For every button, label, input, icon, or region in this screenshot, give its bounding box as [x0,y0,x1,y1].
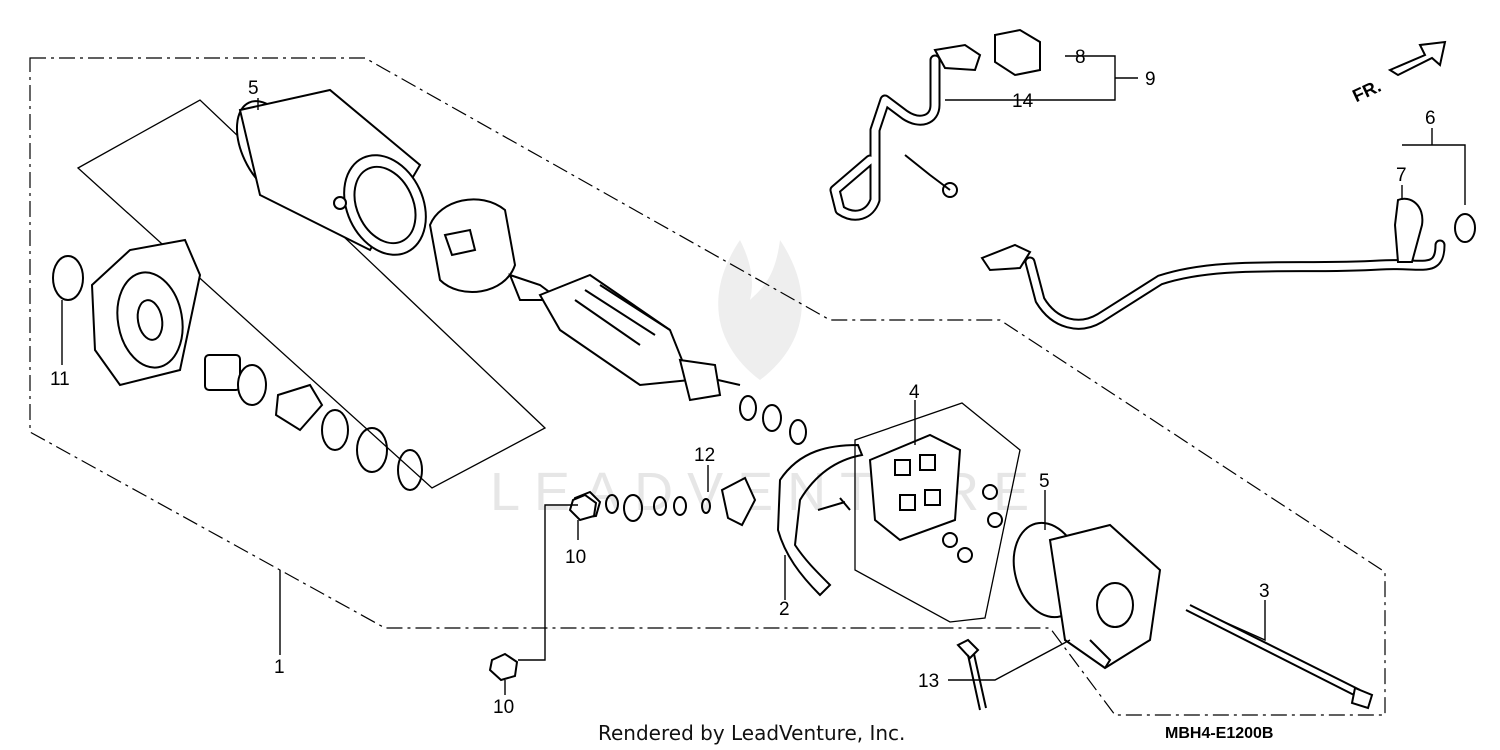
callout-14: 14 [1012,91,1034,112]
bearing-and-washers [204,354,423,491]
assembly-boundary [29,57,1386,716]
starter-cable-upper [829,43,982,221]
callout-4: 4 [909,382,920,403]
brush-holder-group-boundary [854,402,1021,623]
motor-yoke [235,88,427,256]
brush-plate-band [428,198,517,293]
leader-lines [61,55,1466,695]
insulator [720,476,757,527]
washer-b [762,404,782,432]
brush-holder [868,433,1003,563]
callout-6: 6 [1425,108,1436,129]
front-cover [90,238,202,387]
screw [817,497,851,511]
callout-11: 11 [50,369,70,390]
brush-holder-clip [776,443,864,597]
terminal-boot-7 [1393,197,1424,263]
terminal-cap-8 [994,28,1041,77]
callout-1: 1 [274,657,285,678]
callout-10-lower: 10 [493,697,514,718]
callout-5-upper: 5 [248,78,259,99]
through-bolt [1185,604,1374,710]
callout-3: 3 [1259,581,1270,602]
callout-7: 7 [1396,165,1407,186]
starter-cable-lower [980,213,1476,330]
callout-8: 8 [1075,47,1086,68]
callout-12: 12 [694,445,715,466]
armature [508,273,741,402]
diagram-code: MBH4-E1200B [1165,725,1273,742]
callout-5-lower: 5 [1039,471,1050,492]
front-direction-marker: FR. [1349,40,1447,106]
callout-13: 13 [918,671,939,692]
yoke-group-boundary [76,99,547,489]
front-direction-label: FR. [1349,76,1384,106]
rear-cover [1012,521,1162,670]
callout-9: 9 [1145,69,1156,90]
nut-10b [488,652,519,682]
nut-10a [568,493,598,522]
washer-a [739,395,757,421]
footer-credit: Rendered by LeadVenture, Inc. [598,721,905,745]
o-ring-11 [52,255,84,301]
callout-2: 2 [779,599,790,620]
callout-10-upper: 10 [565,547,586,568]
cover-bolt [956,638,987,711]
washer-c [789,419,807,445]
